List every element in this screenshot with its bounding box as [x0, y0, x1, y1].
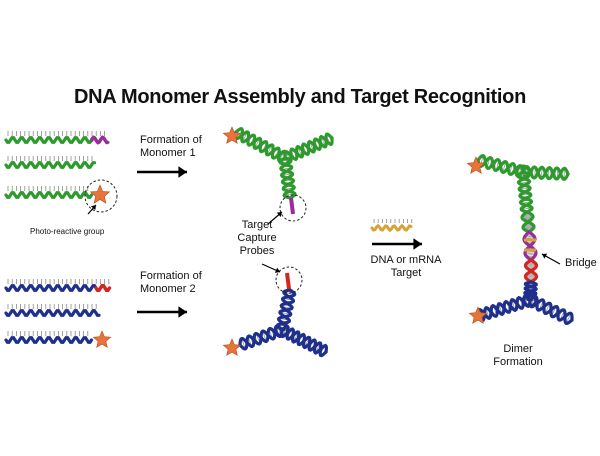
- dashed-circle-icon-monomer2: [275, 266, 303, 294]
- dimer-top-core: [515, 164, 531, 180]
- formation-monomer2-label: Formation of Monomer 2: [140, 270, 202, 296]
- star-icon-monomer2: [222, 338, 242, 356]
- dimer-top-stem-strand-b: [521, 210, 535, 234]
- monomer1-probe: [289, 197, 295, 215]
- strand-green-1-ticks: [7, 131, 105, 136]
- star-icon-dimer-top: [466, 156, 486, 174]
- dimer-bottom-arm2-strand-b: [476, 295, 532, 321]
- strand-green-1-end: [90, 135, 109, 145]
- dimer-top-arm1-strand-b: [476, 154, 525, 178]
- arrow-icon-bridge-head: [542, 253, 548, 259]
- arrow-icon-capture-1-head: [276, 212, 282, 217]
- strand-green-2-ticks: [7, 156, 93, 161]
- dimer-line2: Formation: [493, 356, 543, 368]
- diagram-title: DNA Monomer Assembly and Target Recognit…: [74, 86, 526, 108]
- monomer2-arm3-strand-b: [280, 324, 328, 358]
- monomer2-core: [274, 322, 290, 338]
- arrow-icon-target-head: [413, 238, 422, 250]
- monomer1-arm1-strand-b: [234, 127, 287, 163]
- star-icon-strand-blue-3: [92, 330, 112, 348]
- strand-green-2: [4, 161, 97, 169]
- formation-monomer1-label: Formation of Monomer 1: [140, 134, 202, 160]
- formation-monomer2-line2: Monomer 2: [140, 283, 196, 295]
- star-icon-dimer-bottom: [468, 306, 488, 324]
- arrow-icon-capture-2-head: [274, 267, 280, 273]
- dna-mrna-target-label: DNA or mRNA Target: [366, 254, 446, 280]
- monomer1-arm2-strand-b: [283, 134, 334, 162]
- strand-blue-3-ticks: [7, 331, 89, 336]
- arrow-icon-formation-2-head: [178, 306, 187, 318]
- dashed-circle-icon-monomer1: [279, 194, 307, 222]
- target-strand-ticks: [373, 219, 413, 223]
- target-capture-line3: Probes: [239, 245, 275, 257]
- strand-green-3-ticks: [7, 186, 89, 191]
- arrow-icon-photo-reactive-head: [91, 205, 96, 211]
- bridge-label: Bridge: [565, 257, 597, 269]
- star-icon-strand-green-3: [89, 184, 111, 204]
- monomer2-probe: [285, 272, 291, 290]
- star-icon-monomer1: [222, 126, 242, 144]
- strand-blue-2: [4, 309, 101, 317]
- target-strand: [370, 223, 413, 233]
- dimer-bridge-upper-strand-b: [523, 230, 537, 262]
- dna-target-line1: DNA or mRNA: [370, 254, 442, 266]
- dashed-circle-icon-photo-reactive: [84, 179, 118, 213]
- dimer-bridge-lower-strand-b: [523, 258, 539, 284]
- arrow-icon-formation-1-head: [178, 166, 187, 178]
- dna-target-line2: Target: [390, 267, 422, 279]
- dimer-bottom-core: [522, 292, 538, 308]
- dimer-formation-label: Dimer Formation: [488, 343, 548, 369]
- formation-monomer2-line1: Formation of: [140, 270, 202, 282]
- monomer1-core: [277, 150, 293, 166]
- dimer-bottom-arm3-strand-b: [528, 294, 574, 326]
- strand-green-3: [4, 191, 94, 199]
- dimer-top-arm2-strand-b: [521, 165, 570, 181]
- formation-monomer1-line1: Formation of: [140, 134, 202, 146]
- photo-reactive-label: Photo-reactive group: [30, 227, 105, 236]
- strand-blue-2-ticks: [7, 304, 97, 309]
- dimer-line1: Dimer: [503, 343, 533, 355]
- strand-blue-3: [4, 336, 94, 344]
- formation-monomer1-line2: Monomer 1: [140, 147, 196, 159]
- strand-blue-1-end: [94, 284, 112, 292]
- strand-blue-1-ticks: [7, 279, 110, 284]
- strand-blue-1: [4, 284, 112, 292]
- target-capture-line1: Target: [241, 219, 273, 231]
- target-capture-line2: Capture: [237, 232, 277, 244]
- target-capture-probes-label: Target Capture Probes: [232, 219, 282, 258]
